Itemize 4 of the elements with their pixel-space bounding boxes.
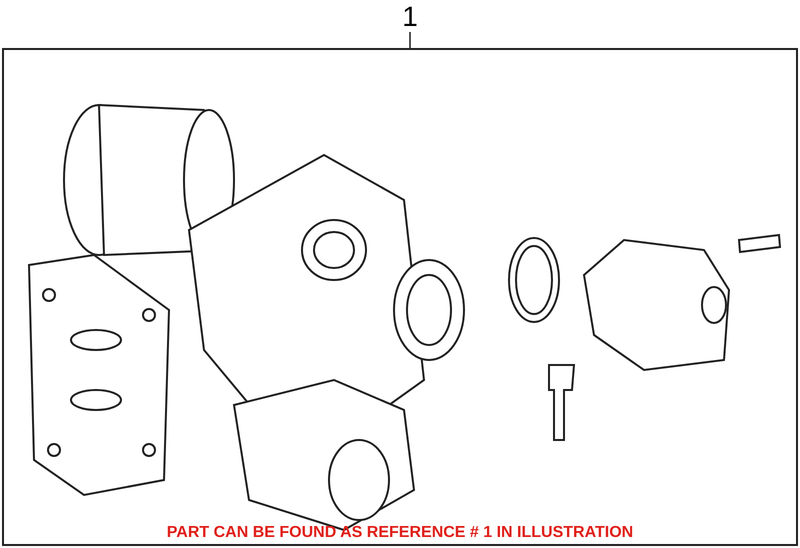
leader-line <box>409 32 411 48</box>
illustration-frame <box>2 48 798 546</box>
callout-number: 1 <box>398 2 422 32</box>
reference-note: PART CAN BE FOUND AS REFERENCE # 1 IN ILLUSTRATION <box>166 524 634 542</box>
